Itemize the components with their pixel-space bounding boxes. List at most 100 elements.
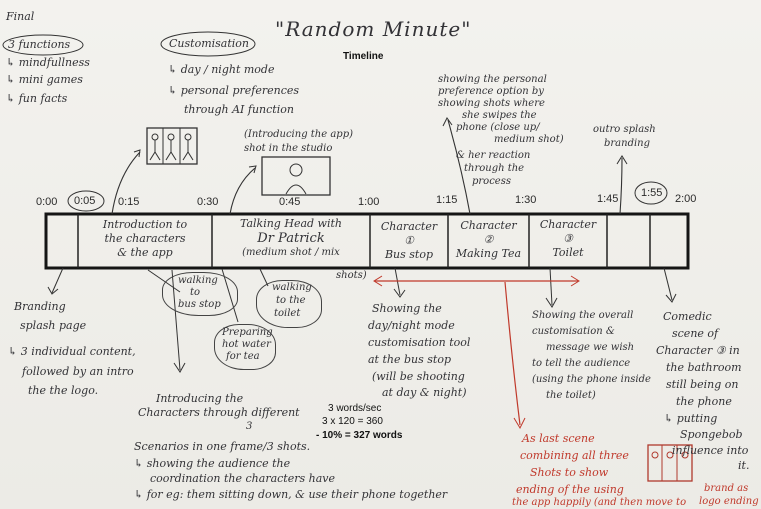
last-scene-note: the app happily (and then move to bbox=[512, 497, 687, 508]
cloud-text: Preparing bbox=[222, 327, 273, 338]
overall-note: customisation & bbox=[532, 326, 615, 337]
daynight-note: at day & night) bbox=[382, 386, 467, 399]
segment-talking-head: Talking Head with Dr Patrick (medium sho… bbox=[214, 217, 368, 259]
segment-line: Character bbox=[539, 218, 597, 231]
segment-line: Character bbox=[460, 219, 517, 232]
word-count-line: 3 words/sec bbox=[328, 403, 382, 414]
daynight-note: Showing the bbox=[372, 302, 442, 315]
branding-note: Branding bbox=[14, 300, 66, 313]
time-label: 0:00 bbox=[36, 196, 58, 208]
time-label: 2:00 bbox=[675, 193, 697, 205]
segment-line: ③ bbox=[563, 232, 573, 245]
cloud-text: to bbox=[190, 287, 201, 298]
personal-pref-note: showing shots where bbox=[438, 98, 545, 109]
personal-pref-note: showing the personal bbox=[438, 74, 547, 85]
customisation-label: Customisation bbox=[169, 37, 249, 50]
overall-note: to tell the audience bbox=[532, 358, 631, 369]
introducing-chars-note: Characters through different bbox=[138, 406, 300, 419]
segment-line: (medium shot / mix bbox=[242, 247, 340, 258]
introducing-chars-note: ↳ showing the audience the bbox=[134, 457, 291, 470]
personal-pref-note: process bbox=[472, 176, 511, 187]
segment-line: ① bbox=[404, 234, 414, 247]
branding-note: the the logo. bbox=[28, 384, 99, 397]
branding-note: splash page bbox=[20, 319, 87, 332]
timeline-heading: Timeline bbox=[343, 51, 384, 62]
daynight-note: (will be shooting bbox=[372, 370, 465, 383]
customisation-item: ↳ day / night mode bbox=[168, 63, 275, 76]
personal-pref-note: phone (close up/ bbox=[456, 122, 540, 133]
comedic-note: still being on bbox=[666, 378, 739, 391]
segment-line: Bus stop bbox=[384, 248, 434, 261]
time-label: 1:00 bbox=[358, 196, 380, 208]
t0005-oval bbox=[67, 190, 105, 212]
daynight-note: customisation tool bbox=[368, 336, 471, 349]
comedic-note: the bathroom bbox=[666, 361, 742, 374]
overall-note: (using the phone inside bbox=[532, 374, 651, 385]
last-scene-note: logo ending bbox=[699, 496, 759, 507]
last-scene-note: ending of the using bbox=[516, 483, 624, 496]
customisation-oval bbox=[160, 31, 256, 57]
outro-note: outro splash bbox=[593, 124, 656, 135]
function-item: ↳ fun facts bbox=[6, 92, 68, 105]
daynight-note: day/night mode bbox=[368, 319, 455, 332]
intro-app-note: shot in the studio bbox=[244, 143, 333, 154]
overall-note: message we wish bbox=[546, 342, 635, 353]
segment-character-1: Character ① Bus stop bbox=[372, 220, 446, 262]
cloud-text: walking bbox=[272, 282, 312, 293]
segment-intro: Introduction to the characters & the app bbox=[80, 218, 210, 260]
last-scene-note: brand as bbox=[704, 483, 749, 494]
segment-line: Introduction to bbox=[102, 218, 188, 231]
segment-line: Character bbox=[380, 220, 438, 233]
comedic-note: Character ③ in bbox=[656, 344, 740, 357]
cloud-toilet bbox=[256, 280, 322, 328]
time-label: 1:55 bbox=[641, 187, 663, 199]
word-count-line: 3 x 120 = 360 bbox=[322, 416, 383, 427]
cloud-text: bus stop bbox=[178, 299, 221, 310]
overall-note: Showing the overall bbox=[532, 310, 634, 321]
customisation-item: through AI function bbox=[184, 103, 294, 116]
branding-note: ↳ 3 individual content, bbox=[8, 345, 136, 358]
comedic-note: ↳ putting bbox=[664, 412, 718, 425]
personal-pref-note: preference option by bbox=[438, 86, 544, 97]
segment-line: shots) bbox=[336, 270, 367, 281]
personal-pref-note: medium shot) bbox=[494, 134, 564, 145]
segment-line: Dr Patrick bbox=[257, 231, 325, 246]
segment-line: Making Tea bbox=[455, 247, 522, 260]
introducing-chars-note: coordination the characters have bbox=[150, 472, 335, 485]
introducing-chars-note: 3 bbox=[246, 421, 253, 432]
segment-line: ② bbox=[483, 233, 494, 246]
comedic-note: Spongebob bbox=[680, 428, 743, 441]
functions-oval bbox=[2, 34, 84, 56]
cloud-text: hot water bbox=[222, 339, 271, 350]
function-item: ↳ mini games bbox=[6, 73, 83, 86]
last-scene-note: As last scene bbox=[522, 432, 595, 445]
functions-label: 3 functions bbox=[8, 38, 71, 51]
time-label: 1:45 bbox=[597, 193, 619, 205]
time-label: 1:15 bbox=[436, 194, 458, 206]
comedic-note: influence into bbox=[672, 444, 749, 457]
intro-app-note: (Introducing the app) bbox=[244, 129, 353, 140]
final-heading: Final bbox=[6, 10, 35, 23]
introducing-chars-note: Introducing the bbox=[156, 392, 244, 405]
segment-character-3: Character ③ Toilet bbox=[531, 218, 605, 260]
function-item: ↳ mindfullness bbox=[6, 56, 90, 69]
introducing-chars-note: ↳ for eg: them sitting down, & use their… bbox=[134, 488, 448, 501]
time-label: 1:30 bbox=[515, 194, 537, 206]
t0155-oval bbox=[634, 181, 668, 205]
cloud-text: for tea bbox=[226, 351, 260, 362]
studio-sketch bbox=[261, 156, 331, 196]
comedic-note: Comedic bbox=[663, 310, 712, 323]
branding-note: followed by an intro bbox=[22, 365, 134, 378]
comedic-note: the phone bbox=[676, 395, 732, 408]
segment-line: Toilet bbox=[552, 246, 584, 259]
cloud-bus-stop bbox=[162, 272, 238, 316]
cloud-text: to the bbox=[276, 295, 306, 306]
word-count-line: - 10% = 327 words bbox=[316, 430, 403, 441]
time-label: 0:15 bbox=[118, 196, 140, 208]
comedic-note: scene of bbox=[672, 327, 719, 340]
cloud-text: walking bbox=[178, 275, 218, 286]
personal-pref-note: through the bbox=[464, 163, 525, 174]
time-label: 0:45 bbox=[279, 196, 301, 208]
